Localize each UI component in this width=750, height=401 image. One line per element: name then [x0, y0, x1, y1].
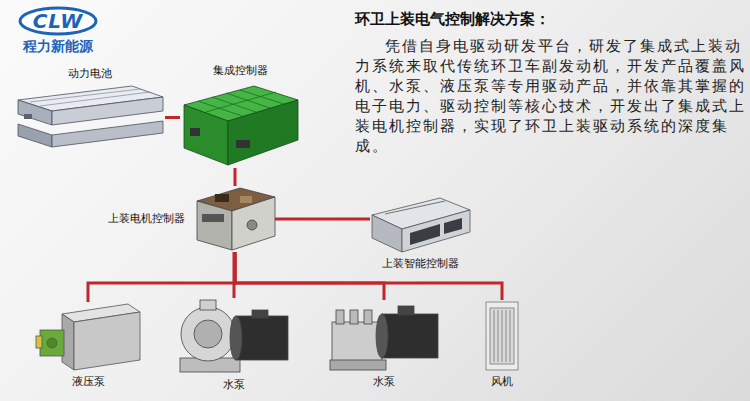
heading: 环卫上装电气控制解决方案：	[355, 10, 550, 29]
label-text: CLW	[18, 9, 98, 33]
power-line	[235, 252, 502, 300]
device-label: 水泵	[223, 378, 245, 392]
smart-controller-figure	[372, 198, 470, 252]
water-pump-figure	[180, 300, 288, 372]
logo-mark: CLW	[18, 9, 98, 33]
device-label: 液压泵	[72, 375, 105, 389]
device-node: 集成控制器	[180, 64, 300, 168]
device-node: 水泵	[328, 300, 440, 389]
power-line	[275, 218, 370, 221]
figure-slot	[483, 300, 521, 372]
hydraulic-pump-figure	[36, 304, 140, 370]
figure-slot	[195, 186, 275, 252]
logo-name: 程力新能源	[12, 37, 104, 55]
water-pump-figure	[330, 306, 438, 370]
figure-slot	[180, 82, 300, 168]
fan-figure	[486, 302, 518, 370]
figure-slot	[15, 85, 165, 150]
controller-figure	[184, 86, 298, 165]
power-line	[165, 116, 180, 119]
battery-figure	[18, 86, 163, 147]
figure-slot	[178, 298, 290, 375]
title-box: 环卫上装电气控制解决方案：	[355, 10, 550, 29]
device-label: 上装智能控制器	[382, 257, 459, 271]
device-label: 上装电机控制器	[108, 212, 185, 226]
device-node: 上装智能控制器	[370, 196, 470, 271]
label-text: 程力新能源	[12, 37, 104, 55]
device-node: 液压泵	[35, 302, 141, 389]
power-line	[234, 168, 237, 186]
label-text: 凭借自身电驱动研发平台，研发了集成式上装动力系统来取代传统环卫车副发动机，开发产…	[355, 36, 747, 156]
device-label: 水泵	[373, 375, 395, 389]
power-line	[88, 252, 235, 302]
device-node: 风机	[483, 300, 521, 389]
body-paragraph: 凭借自身电驱动研发平台，研发了集成式上装动力系统来取代传统环卫车副发动机，开发产…	[355, 36, 747, 156]
figure-slot	[328, 300, 440, 372]
device-label: 风机	[491, 375, 513, 389]
device-node: 动力电池	[15, 67, 165, 150]
figure-slot	[35, 302, 141, 372]
device-node: 上装电机控制器	[108, 186, 275, 252]
figure-slot	[370, 196, 470, 254]
motor-controller-figure	[197, 188, 275, 250]
device-node: 水泵	[178, 298, 290, 392]
device-label: 集成控制器	[213, 64, 268, 78]
device-label: 动力电池	[68, 67, 112, 81]
power-line	[235, 252, 384, 300]
